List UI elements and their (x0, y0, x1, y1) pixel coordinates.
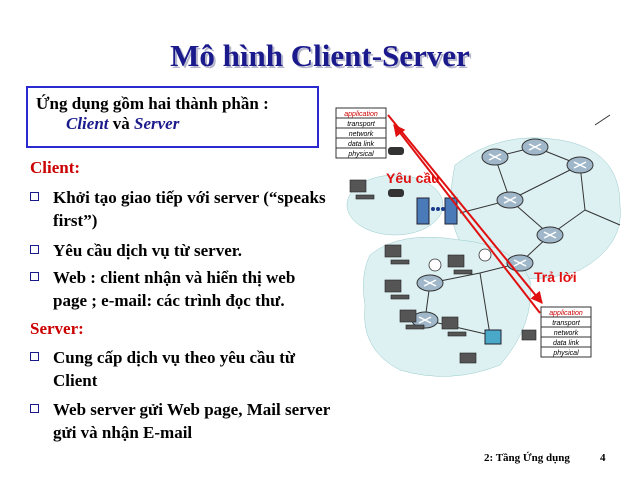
clock-icons (428, 248, 492, 272)
client-heading: Client: (30, 158, 81, 177)
phone-icons (388, 147, 404, 197)
footer-page-number: 4 (600, 452, 606, 464)
bullet-icon (30, 352, 39, 361)
bullet-icon (30, 404, 39, 413)
stack-layer: application (549, 310, 583, 317)
intro-server: Server (134, 114, 180, 133)
intro-box: Ứng dụng gồm hai thành phần : Client và … (26, 86, 319, 148)
client-bullet: Khởi tạo giao tiếp với server (“speaks f… (30, 186, 330, 232)
server-heading: Server: (30, 319, 84, 338)
client-bullet-text: Web : client nhận và hiển thị web page ;… (53, 268, 296, 310)
client-protocol-stack: application transport network data link … (335, 107, 387, 159)
server-bullet-text: Cung cấp dịch vụ theo yêu cầu từ Client (53, 348, 296, 390)
reply-label: Trả lời (534, 269, 577, 285)
stack-layer: transport (347, 121, 376, 128)
bullet-icon (30, 272, 39, 281)
client-bullet-text: Khởi tạo giao tiếp với server (“speaks f… (53, 188, 326, 230)
bullet-icon (30, 192, 39, 201)
intro-line: Ứng dụng gồm hai thành phần : (36, 94, 269, 113)
server-bullet-text: Web server gửi Web page, Mail server gửi… (53, 400, 330, 442)
request-arrow (387, 114, 543, 304)
reply-arrow (393, 124, 541, 314)
server-bullet: Web server gửi Web page, Mail server gửi… (30, 398, 330, 444)
stack-layer: physical (347, 151, 374, 158)
routers (411, 138, 594, 329)
stack-layer: transport (552, 320, 581, 327)
stack-layer: application (344, 111, 378, 118)
bullet-icon (30, 245, 39, 254)
stack-layer: physical (552, 350, 579, 357)
server-icons (416, 197, 502, 345)
intro-components: Client và Server (66, 114, 309, 134)
client-bullet: Yêu cầu dịch vụ từ server. (30, 239, 330, 262)
stack-layer: data link (348, 141, 375, 148)
request-label: Yêu cầu (386, 170, 440, 186)
server-protocol-stack: application transport network data link … (540, 306, 592, 358)
slide-title: Mô hình Client-Server (170, 38, 470, 73)
client-bullet: Web : client nhận và hiển thị web page ;… (30, 266, 330, 312)
intro-and: và (112, 114, 130, 133)
footer-chapter: 2: Tầng Ứng dụng (484, 452, 570, 464)
server-bullet: Cung cấp dịch vụ theo yêu cầu từ Client (30, 346, 330, 392)
network-diagram: application transport network data link … (335, 107, 621, 377)
stack-layer: network (349, 131, 374, 138)
intro-client: Client (66, 114, 109, 133)
stack-layer: data link (553, 340, 580, 347)
client-bullet-text: Yêu cầu dịch vụ từ server. (53, 241, 243, 260)
stack-layer: network (554, 330, 579, 337)
